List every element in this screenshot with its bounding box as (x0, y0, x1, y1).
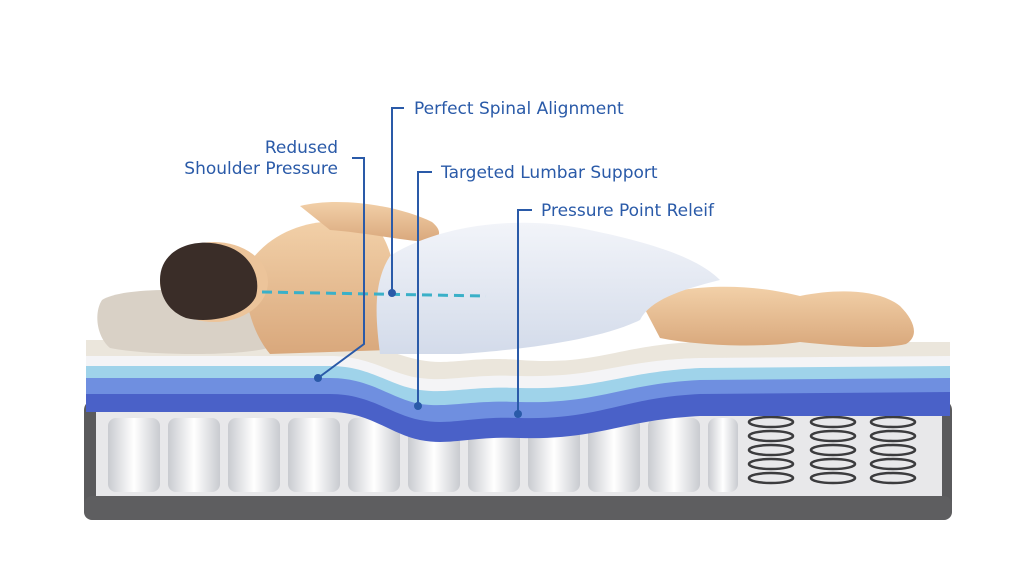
coil-pocket (648, 418, 700, 492)
callout-label: Perfect Spinal Alignment (414, 99, 624, 119)
coil-pocket (588, 418, 640, 492)
leader-dot (314, 374, 322, 382)
coil-pocket (168, 418, 220, 492)
leader-line (417, 171, 432, 406)
coil-pocket (108, 418, 160, 492)
leader-line (391, 107, 404, 292)
callout-targeted-lumbar-support: Targeted Lumbar Support (414, 163, 658, 410)
leader-line (517, 209, 532, 414)
spinal-alignment-line (261, 290, 487, 298)
leader-line (317, 157, 365, 379)
person-arm (300, 201, 440, 242)
callout-label-line2: Shoulder Pressure (184, 159, 338, 179)
coil-pocket (228, 418, 280, 492)
person-legs (640, 286, 914, 348)
person-hair (160, 242, 258, 320)
callout-perfect-spinal-alignment: Perfect Spinal Alignment (388, 99, 624, 297)
sleeping-person (160, 201, 914, 354)
leader-dot (514, 410, 522, 418)
spring (869, 415, 917, 485)
callout-reduced-shoulder-pressure: Redused Shoulder Pressure (184, 138, 365, 382)
callout-label: Targeted Lumbar Support (440, 163, 658, 183)
callout-label: Pressure Point Releif (541, 201, 715, 221)
bed-sheet (376, 222, 720, 354)
person-body (246, 221, 397, 354)
callout-label-line1: Redused (265, 138, 338, 158)
coil-pocket (348, 418, 400, 492)
coil-pocket (288, 418, 340, 492)
spring (747, 415, 795, 485)
mattress-bottom-strip (84, 496, 952, 520)
leader-dot (388, 289, 396, 297)
spring (809, 415, 857, 485)
exposed-springs (747, 415, 917, 485)
pocket-coils (108, 418, 738, 492)
leader-dot (414, 402, 422, 410)
callout-pressure-point-relief: Pressure Point Releif (514, 201, 715, 418)
coil-pocket (708, 418, 738, 492)
